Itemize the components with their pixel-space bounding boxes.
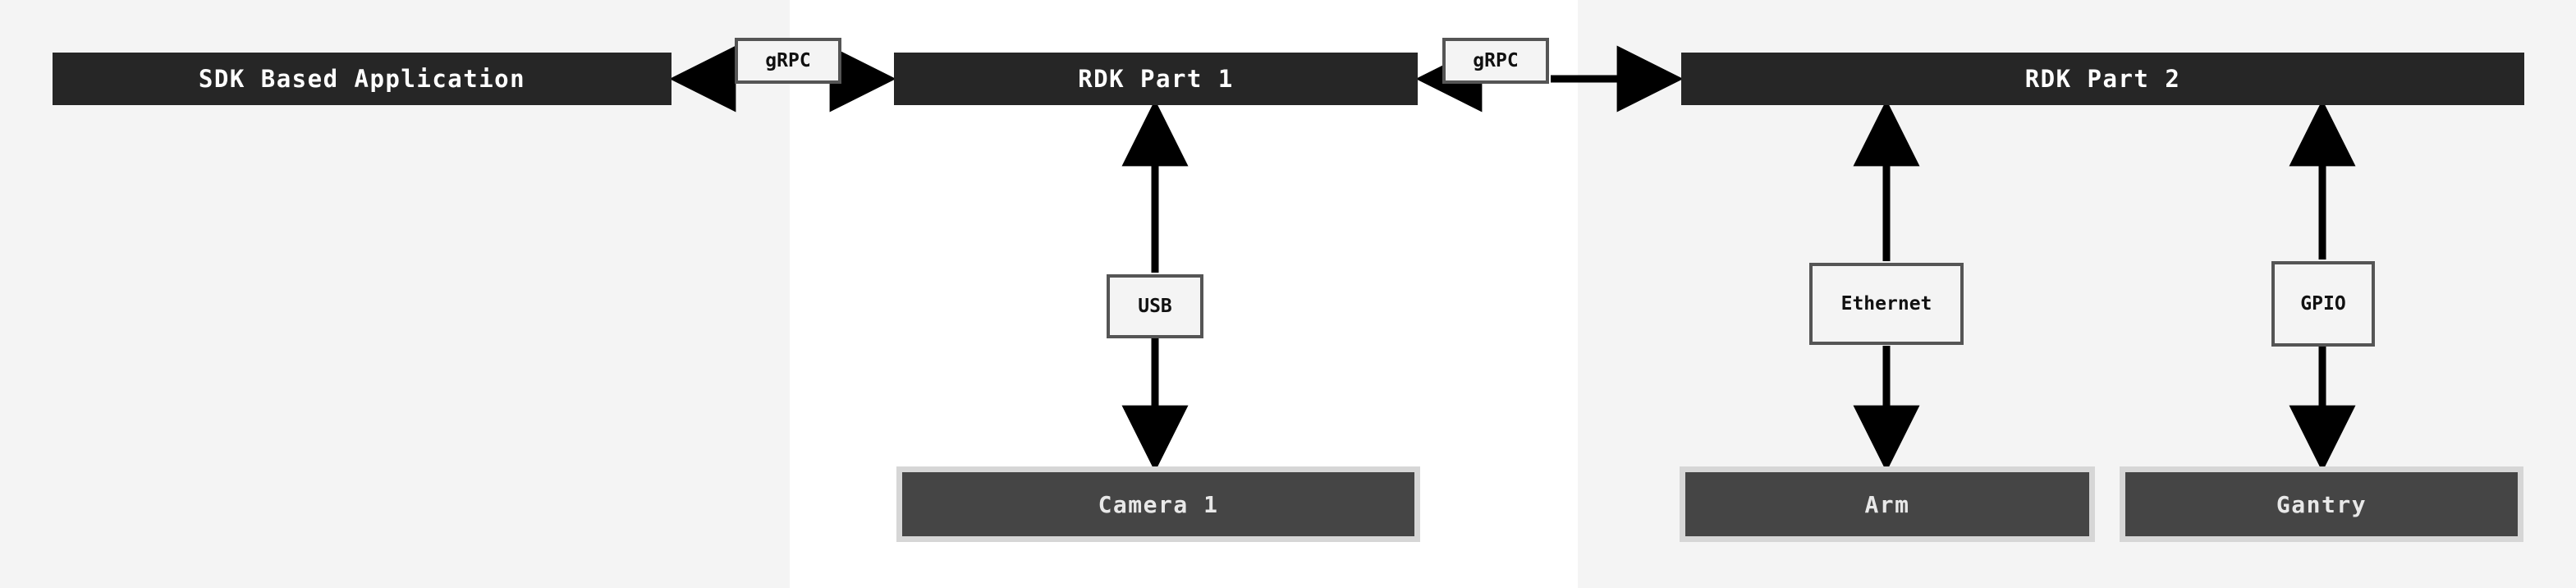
edge-label-usb[interactable]: USB <box>1107 274 1203 338</box>
edge-label-ethernet[interactable]: Ethernet <box>1809 263 1964 345</box>
node-arm-inner: Arm <box>1685 472 2089 536</box>
node-arm-label: Arm <box>1864 490 1910 518</box>
node-gantry[interactable]: Gantry <box>2120 466 2523 542</box>
edge-label-gpio-text: GPIO <box>2300 293 2346 315</box>
node-camera-1[interactable]: Camera 1 <box>896 466 1420 542</box>
node-camera-1-label: Camera 1 <box>1098 490 1219 518</box>
node-arm[interactable]: Arm <box>1680 466 2095 542</box>
edge-label-grpc-left[interactable]: gRPC <box>735 38 841 84</box>
edge-label-grpc-left-text: gRPC <box>765 50 811 71</box>
edge-label-ethernet-text: Ethernet <box>1840 293 1932 315</box>
node-gantry-inner: Gantry <box>2125 472 2518 536</box>
node-sdk-based-application[interactable]: SDK Based Application <box>53 53 672 105</box>
edge-label-gpio[interactable]: GPIO <box>2271 261 2375 347</box>
edge-label-usb-text: USB <box>1138 296 1172 317</box>
node-camera-1-inner: Camera 1 <box>902 472 1414 536</box>
node-rdk-part-1-label: RDK Part 1 <box>1078 65 1234 93</box>
node-rdk-part-2[interactable]: RDK Part 2 <box>1681 53 2524 105</box>
node-rdk-part-1[interactable]: RDK Part 1 <box>894 53 1418 105</box>
edge-label-grpc-right[interactable]: gRPC <box>1442 38 1549 84</box>
edge-label-grpc-right-text: gRPC <box>1473 50 1519 71</box>
node-rdk-part-2-label: RDK Part 2 <box>2024 65 2181 93</box>
node-sdk-based-application-label: SDK Based Application <box>198 65 526 93</box>
node-gantry-label: Gantry <box>2276 490 2367 518</box>
